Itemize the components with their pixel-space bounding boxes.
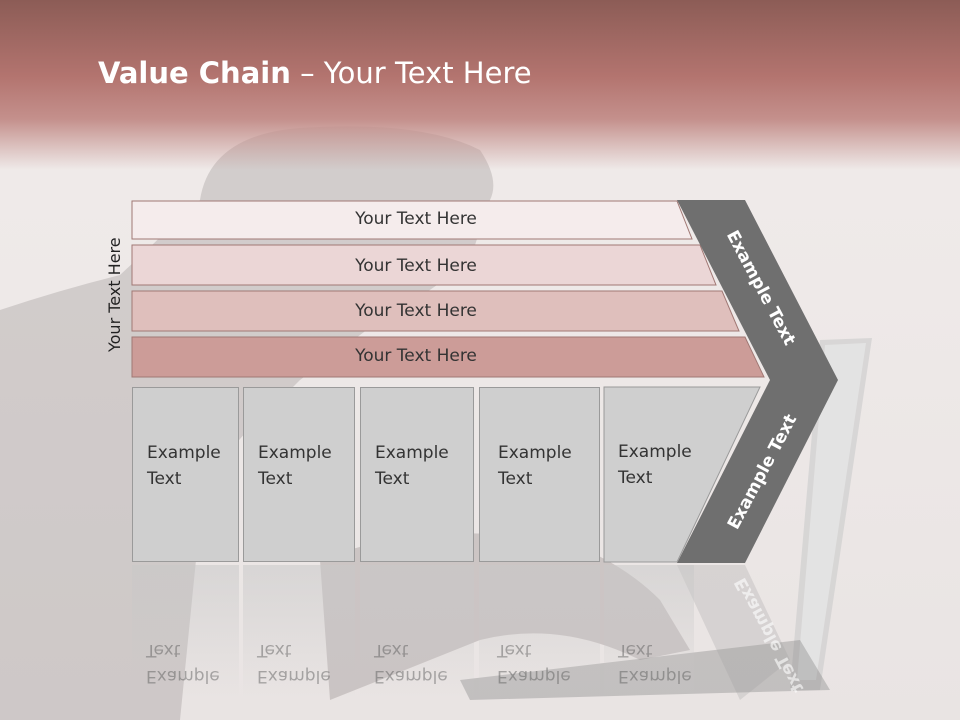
row-label-1: Your Text Here xyxy=(355,209,477,229)
column-3-line2: Text xyxy=(375,469,410,489)
row-shape-2 xyxy=(131,244,717,286)
arrow-reflection xyxy=(677,565,790,700)
column-4-line2: Text xyxy=(498,469,533,489)
column-2-line2: Text xyxy=(258,469,293,489)
title-rest: – Your Text Here xyxy=(290,56,532,90)
row-label-3: Your Text Here xyxy=(355,301,477,321)
row-label-4: Your Text Here xyxy=(355,346,477,366)
row-shape-3 xyxy=(131,290,740,332)
column-5-line2: Text xyxy=(618,468,653,488)
column-4-line1: Example xyxy=(498,443,572,463)
column-1-line1: Example xyxy=(147,443,221,463)
row-label-2: Your Text Here xyxy=(355,256,477,276)
arrow-upper xyxy=(677,200,838,380)
column-1-line2: Text xyxy=(147,469,182,489)
column-3-line1: Example xyxy=(375,443,449,463)
header-band xyxy=(0,0,960,170)
column-2-line1: Example xyxy=(258,443,332,463)
title-bold: Value Chain xyxy=(98,56,291,90)
column-5-line1: Example xyxy=(618,442,692,462)
column-shape-5 xyxy=(603,386,761,563)
row-shape-4 xyxy=(131,336,765,378)
slide-title: Value Chain – Your Text Here xyxy=(98,56,532,90)
arrow-lower xyxy=(677,380,838,563)
row-shape-1 xyxy=(131,200,693,240)
